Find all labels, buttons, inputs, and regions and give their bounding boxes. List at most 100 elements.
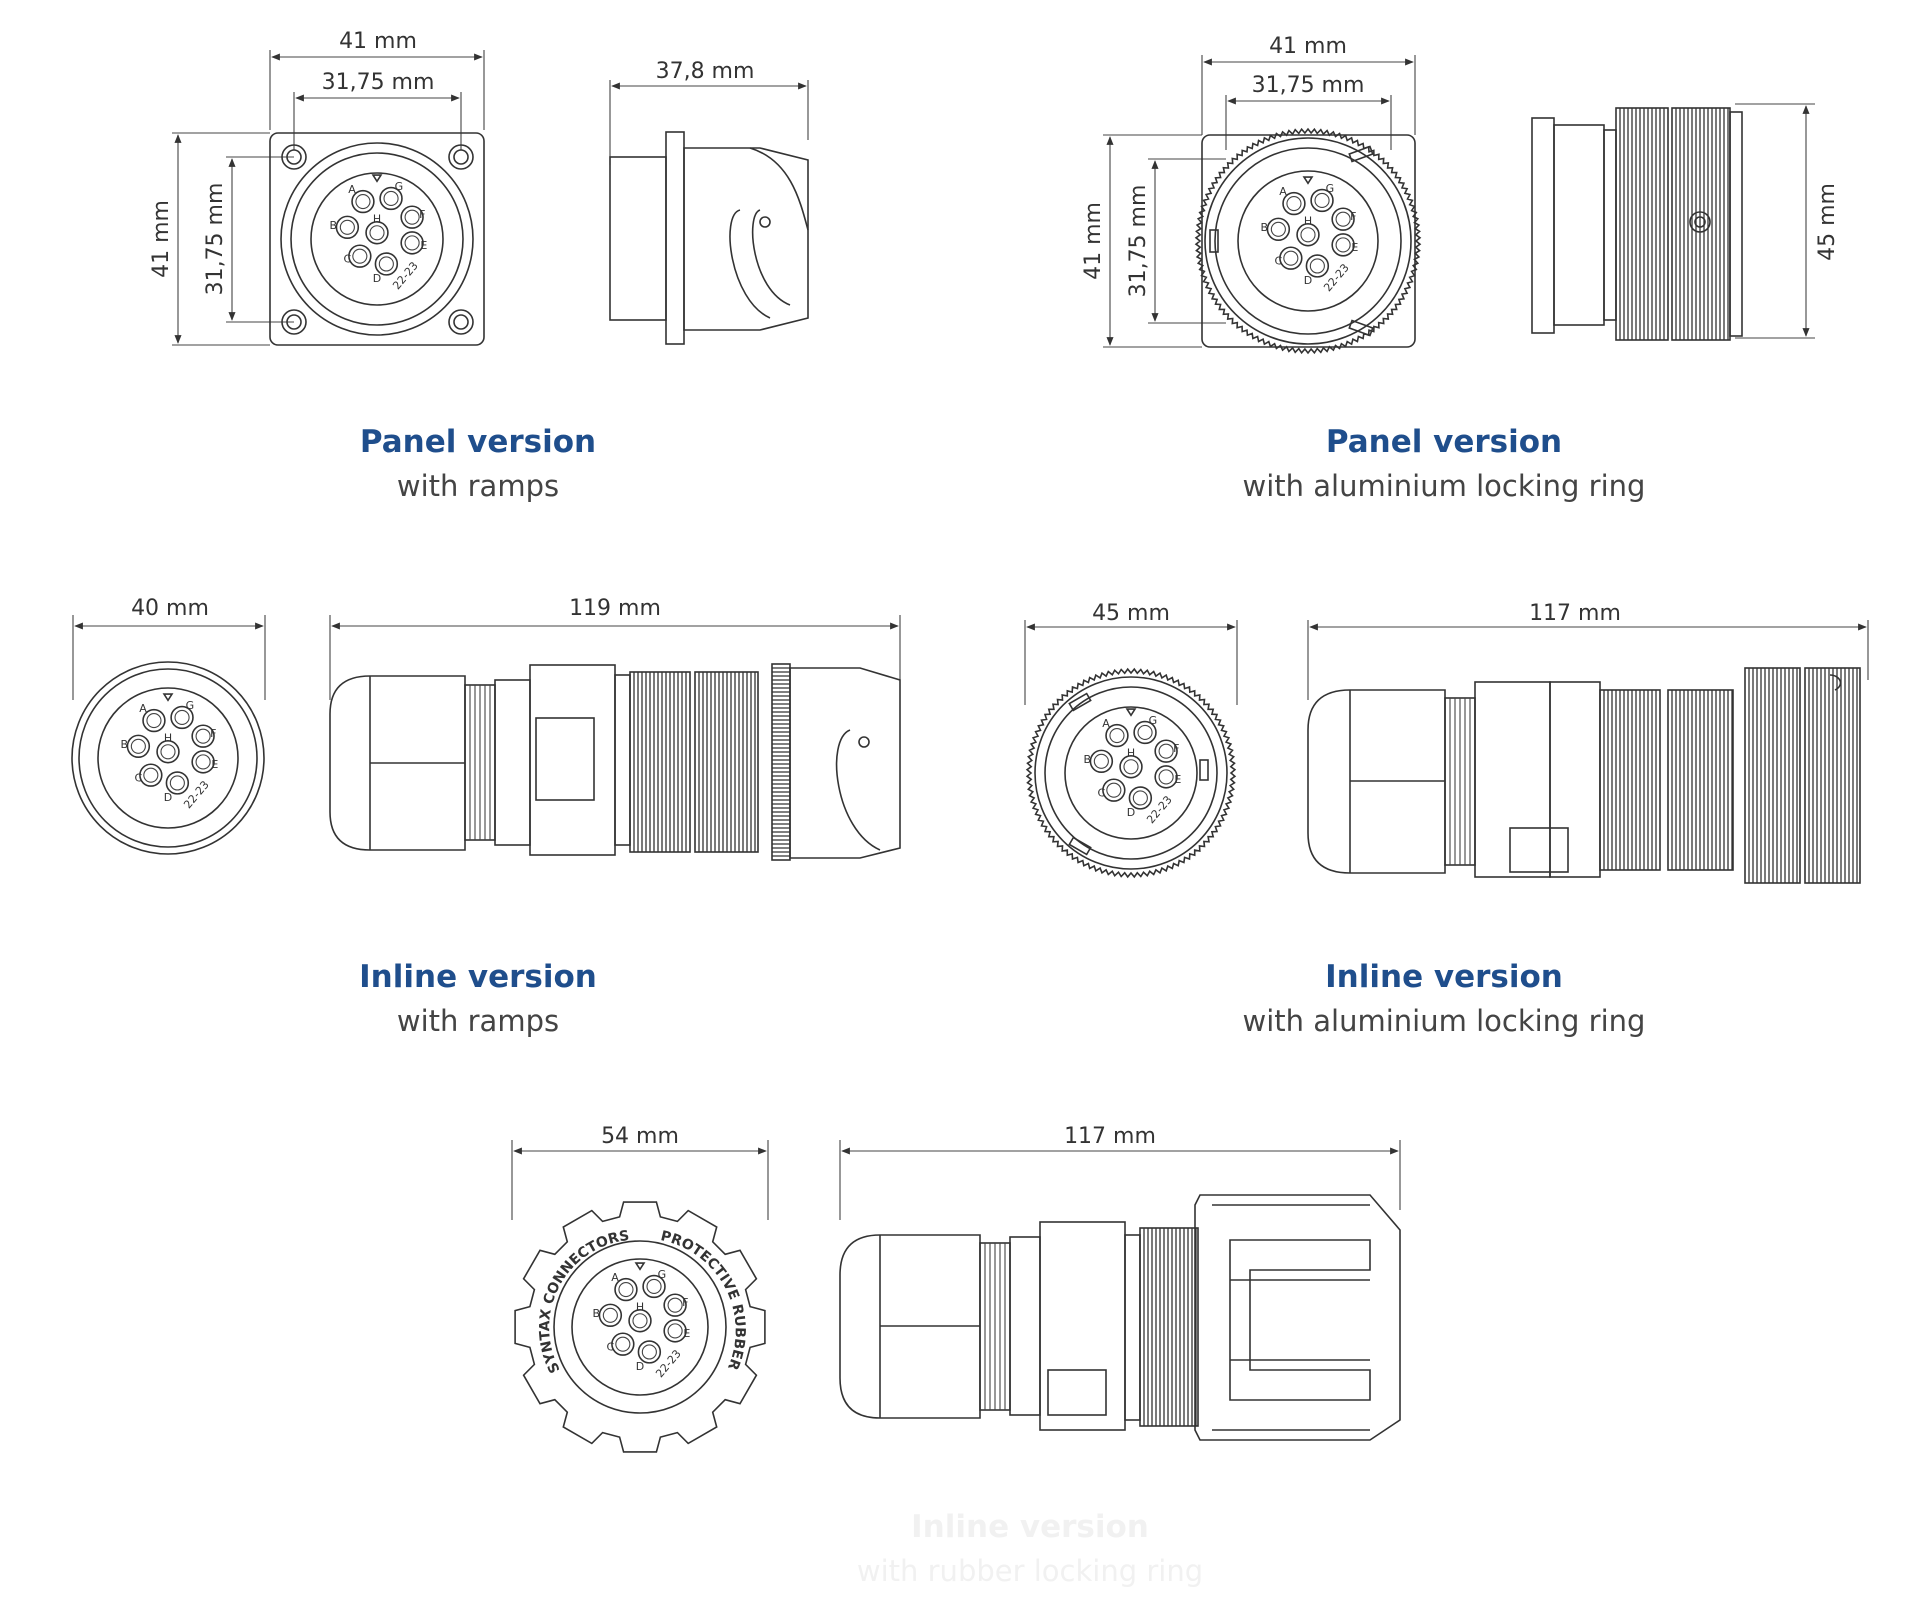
pin-contact [1266, 217, 1291, 242]
pin-contact [1119, 755, 1143, 779]
pin-letter: H [636, 1301, 644, 1314]
pin-letter: D [373, 272, 381, 285]
dim-panel-ramps-vholes: 31,75 mm [203, 183, 228, 296]
pin-letter: F [1350, 210, 1356, 223]
rubber-locking-ring [514, 1201, 766, 1453]
caption-inline-ring: Inline version with aluminium locking ri… [1094, 955, 1794, 1043]
thread [469, 685, 491, 840]
pin-contact [1282, 191, 1306, 216]
dim-panel-ring-holes: 31,75 mm [1252, 73, 1365, 98]
pin-letter: F [210, 727, 216, 740]
inline-ring-side-view: 117 mm [1307, 601, 1869, 884]
pin-contact [348, 244, 372, 268]
caption-panel-ramps: Panel version with ramps [128, 420, 828, 508]
pin-contact [1305, 254, 1330, 278]
pin-contact [663, 1319, 687, 1343]
pin-letter: E [683, 1327, 690, 1340]
thread [984, 1243, 1006, 1410]
pin-letter: D [636, 1360, 644, 1373]
insert-code: 22-23 [181, 778, 212, 811]
pin-contact [614, 1277, 638, 1302]
panel-ring-side-view: 45 mm [1531, 103, 1840, 341]
insert-code: 22-23 [390, 259, 421, 292]
caption-inline-rubber: Inline version with rubber locking ring [680, 1505, 1380, 1593]
pin-contact [400, 205, 424, 229]
dim-panel-ring-vholes: 31,75 mm [1126, 185, 1151, 298]
pin-contact [126, 734, 151, 759]
inline-rubber-side-view: 117 mm [839, 1124, 1401, 1441]
pin-letter: C [1098, 787, 1106, 800]
dim-inline-rubber-length: 117 mm [1064, 1124, 1156, 1149]
panel-ramps-front-view: 41 mm 31,75 mm 41 mm 31,75 mm ABCDEFGH22… [149, 29, 485, 346]
pin-contact [400, 231, 424, 255]
dim-panel-ramps-width: 41 mm [339, 29, 417, 54]
pin-letter: H [1304, 215, 1312, 228]
pin-contact [374, 252, 399, 276]
knurled-body [1615, 107, 1743, 341]
pin-letter: H [164, 732, 172, 745]
pin-contact [1089, 749, 1114, 774]
pin-letter: H [373, 213, 381, 226]
caption-subtitle: with aluminium locking ring [1242, 1004, 1646, 1038]
pin-letter: G [1149, 714, 1158, 727]
caption-subtitle: with ramps [396, 469, 560, 503]
knurled-ring [1025, 667, 1237, 879]
pin-contact [611, 1332, 635, 1356]
dim-panel-ramps-height: 41 mm [149, 200, 174, 278]
dim-panel-ring-height: 41 mm [1081, 202, 1106, 280]
pin-contact [156, 740, 180, 764]
pin-contact [365, 221, 389, 245]
pin-contact [170, 705, 194, 730]
pin-letter: E [1174, 773, 1181, 786]
pin-contact [335, 215, 360, 240]
pin-contact [1296, 223, 1320, 247]
knurled-body [1599, 667, 1861, 884]
pin-contact [165, 771, 190, 795]
dim-panel-ramps-depth: 37,8 mm [656, 59, 755, 84]
pin-letter: G [658, 1268, 667, 1281]
pin-letter: A [348, 183, 356, 196]
caption-subtitle: with ramps [396, 1004, 560, 1038]
pin-contact [637, 1340, 662, 1364]
caption-title: Inline version [911, 1509, 1149, 1545]
dim-panel-ramps-holes: 31,75 mm [322, 70, 435, 95]
pin-contact [1102, 778, 1126, 802]
pin-letter: F [682, 1296, 688, 1309]
pin-contact [1154, 739, 1178, 763]
caption-title: Panel version [359, 424, 597, 460]
pin-letter: C [607, 1341, 615, 1354]
pin-letter: B [593, 1307, 601, 1320]
panel-ring-front-view: 41 mm 31,75 mm 41 mm 31,75 mm ABCDEFGH22… [1081, 34, 1422, 355]
caption-subtitle: with aluminium locking ring [1242, 469, 1646, 503]
caption-panel-ring: Panel version with aluminium locking rin… [1094, 420, 1794, 508]
pin-letter: E [1351, 241, 1358, 254]
dim-inline-ring-length: 117 mm [1529, 601, 1621, 626]
pin-letter: G [186, 699, 195, 712]
pin-letter: F [1173, 742, 1179, 755]
pin-letter: C [344, 253, 352, 266]
pin-contact [379, 186, 403, 211]
pin-letter: E [420, 239, 427, 252]
dim-inline-ring-diameter: 45 mm [1092, 601, 1170, 626]
panel-ramps-side-view: 37,8 mm [609, 59, 809, 345]
pin-letter: D [164, 791, 172, 804]
pin-letter: A [139, 702, 147, 715]
inline-ramps-side-view: 119 mm [329, 596, 901, 861]
dim-panel-ring-width: 41 mm [1269, 34, 1347, 59]
dim-inline-rubber-diameter: 54 mm [601, 1124, 679, 1149]
pin-letter: B [1084, 753, 1092, 766]
pin-contact [628, 1309, 652, 1333]
caption-title: Inline version [359, 959, 597, 995]
dim-inline-ramps-length: 119 mm [569, 596, 661, 621]
pin-contact [663, 1293, 687, 1317]
pin-letter: C [1275, 255, 1283, 268]
pin-letter: H [1127, 747, 1135, 760]
insert-code: 22-23 [653, 1347, 684, 1380]
thread [1449, 698, 1471, 865]
caption-title: Panel version [1325, 424, 1563, 460]
pin-contact [1128, 786, 1153, 810]
pin-letter: C [135, 772, 143, 785]
